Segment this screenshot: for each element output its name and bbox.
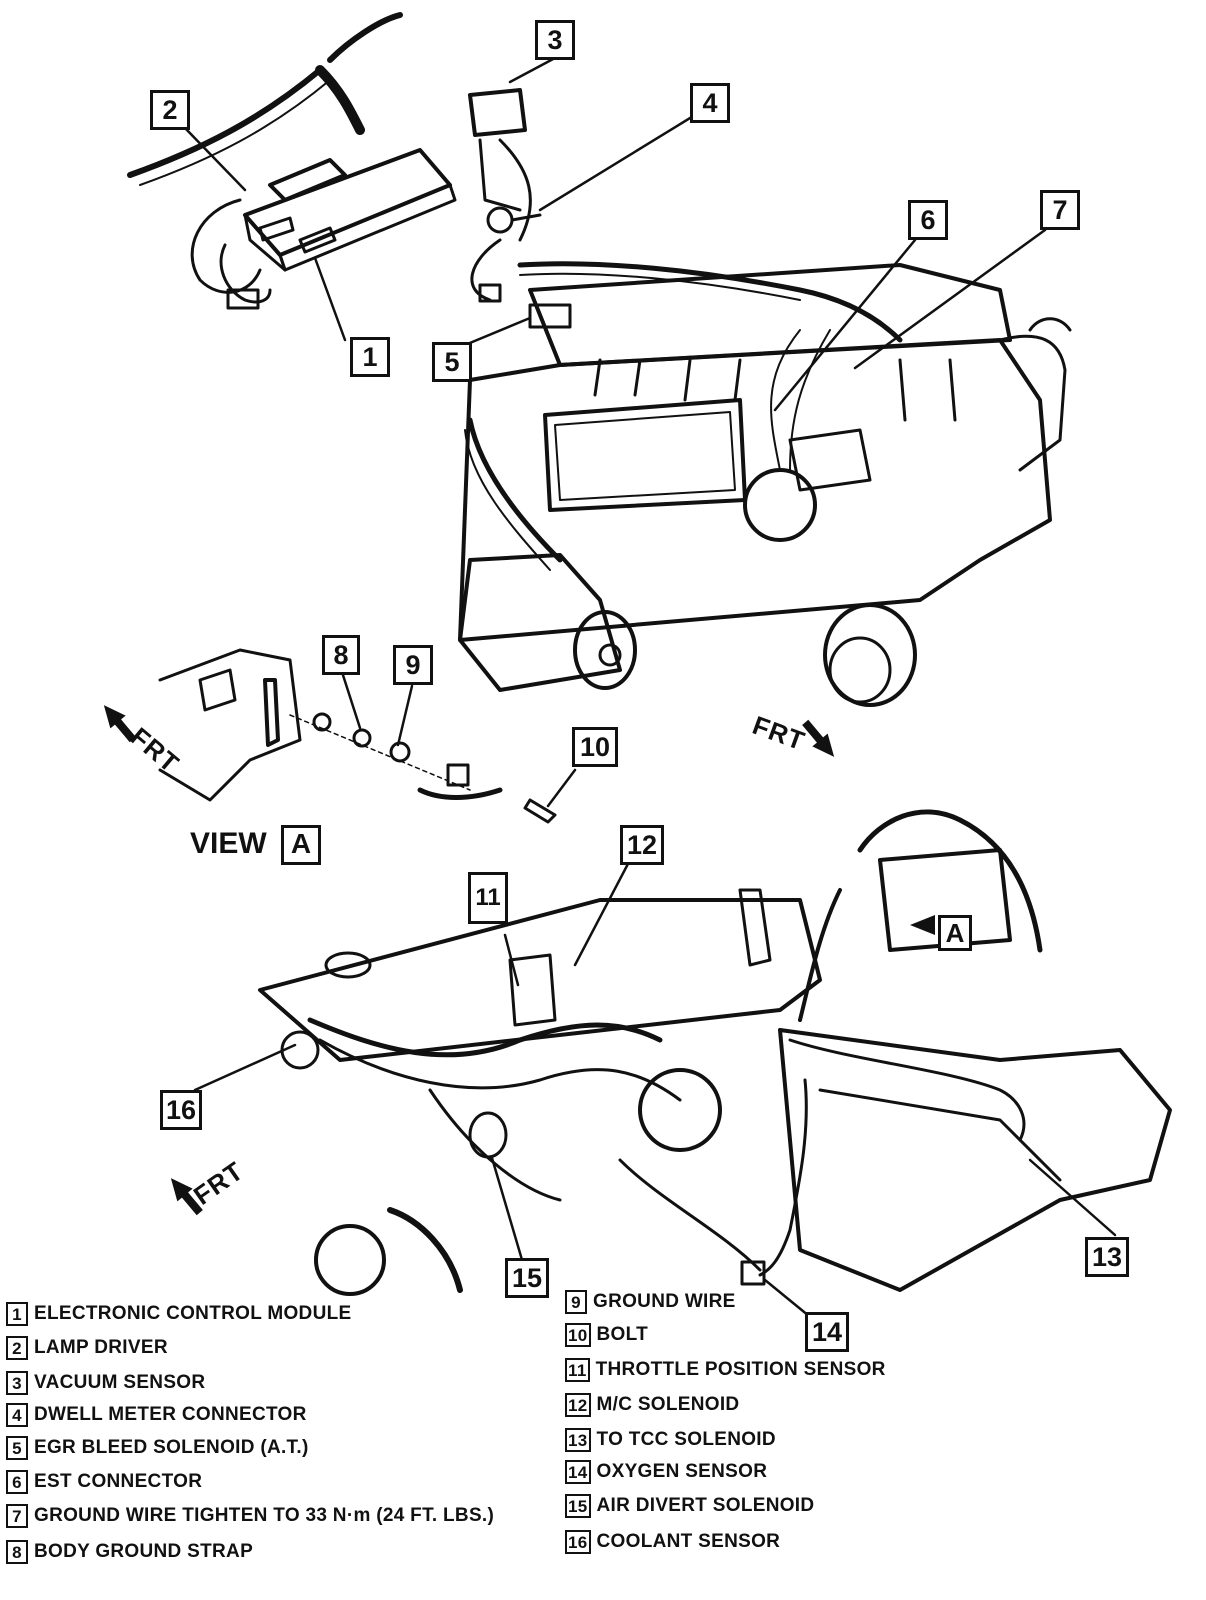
view-a-art (158, 648, 557, 824)
legend-number: 9 (565, 1290, 587, 1314)
callout-14: 14 (805, 1312, 849, 1352)
view-word: VIEW (190, 827, 267, 860)
callout-7: 7 (1040, 190, 1080, 230)
legend-item: 5 EGR BLEED SOLENOID (A.T.) (6, 1436, 309, 1464)
legend-item: 2 LAMP DRIVER (6, 1336, 168, 1364)
legend-number: 7 (6, 1504, 28, 1528)
legend-number: 4 (6, 1403, 28, 1427)
legend-item: 7 GROUND WIRE TIGHTEN TO 33 N·m (24 FT. L… (6, 1504, 494, 1532)
view-a-reference: A (938, 915, 972, 951)
legend-text: TO TCC SOLENOID (596, 1429, 776, 1450)
legend-text: OXYGEN SENSOR (596, 1461, 768, 1482)
leader-lines (183, 56, 1117, 1327)
callout-2: 2 (150, 90, 190, 130)
legend-number: 5 (6, 1436, 28, 1460)
legend-item: 8 BODY GROUND STRAP (6, 1540, 253, 1568)
legend-number: 1 (6, 1302, 28, 1326)
legend-text: VACUUM SENSOR (34, 1372, 206, 1393)
legend-number: 8 (6, 1540, 28, 1564)
legend-number: 12 (565, 1393, 591, 1417)
callout-5: 5 (432, 342, 472, 382)
engine-top-view-art (258, 809, 1172, 1296)
legend-text: BODY GROUND STRAP (34, 1541, 254, 1562)
legend-text: M/C SOLENOID (596, 1394, 740, 1415)
view-a-label: VIEW A (190, 825, 322, 865)
legend-number: 13 (565, 1428, 591, 1452)
legend-text: BOLT (596, 1324, 649, 1345)
callout-6: 6 (908, 200, 948, 240)
legend-text: ELECTRONIC CONTROL MODULE (34, 1303, 352, 1324)
legend-number: 2 (6, 1336, 28, 1360)
callout-4: 4 (690, 83, 730, 123)
legend-item: 1 ELECTRONIC CONTROL MODULE (6, 1302, 351, 1330)
legend-text: EGR BLEED SOLENOID (A.T.) (34, 1437, 309, 1458)
legend-number: 10 (565, 1323, 591, 1347)
callout-8: 8 (322, 635, 360, 675)
callout-10: 10 (572, 727, 618, 767)
callout-1: 1 (350, 337, 390, 377)
callout-13: 13 (1085, 1237, 1129, 1277)
legend-text: COOLANT SENSOR (596, 1531, 781, 1552)
legend-text: THROTTLE POSITION SENSOR (595, 1359, 886, 1380)
legend-number: 6 (6, 1470, 28, 1494)
callout-9: 9 (393, 645, 433, 685)
frt-arrows (103, 705, 935, 1216)
legend-text: GROUND WIRE (593, 1291, 736, 1312)
legend-item: 6 EST CONNECTOR (6, 1470, 202, 1498)
callout-16: 16 (160, 1090, 202, 1130)
callout-15: 15 (505, 1258, 549, 1298)
view-letter-box: A (281, 825, 322, 865)
ecm-harness-art (127, 12, 903, 343)
callout-12: 12 (620, 825, 664, 865)
legend-number: 15 (565, 1494, 591, 1518)
legend-text: LAMP DRIVER (34, 1337, 168, 1358)
legend-text: EST CONNECTOR (34, 1471, 203, 1492)
legend-text: AIR DIVERT SOLENOID (596, 1495, 815, 1516)
callout-11: 11 (468, 872, 508, 924)
engine-block-art (458, 263, 1072, 707)
legend-number: 14 (565, 1460, 591, 1484)
legend-text: GROUND WIRE TIGHTEN TO 33 N·m (24 FT. LB… (34, 1505, 495, 1526)
legend-item: 4 DWELL METER CONNECTOR (6, 1403, 307, 1431)
legend-item: 9 GROUND WIRE (565, 1290, 736, 1318)
callout-3: 3 (535, 20, 575, 60)
legend-number: 11 (565, 1358, 590, 1382)
legend-number: 16 (565, 1530, 591, 1554)
legend-text: DWELL METER CONNECTOR (34, 1404, 307, 1425)
legend-item: 3 VACUUM SENSOR (6, 1371, 205, 1399)
legend-number: 3 (6, 1371, 28, 1395)
